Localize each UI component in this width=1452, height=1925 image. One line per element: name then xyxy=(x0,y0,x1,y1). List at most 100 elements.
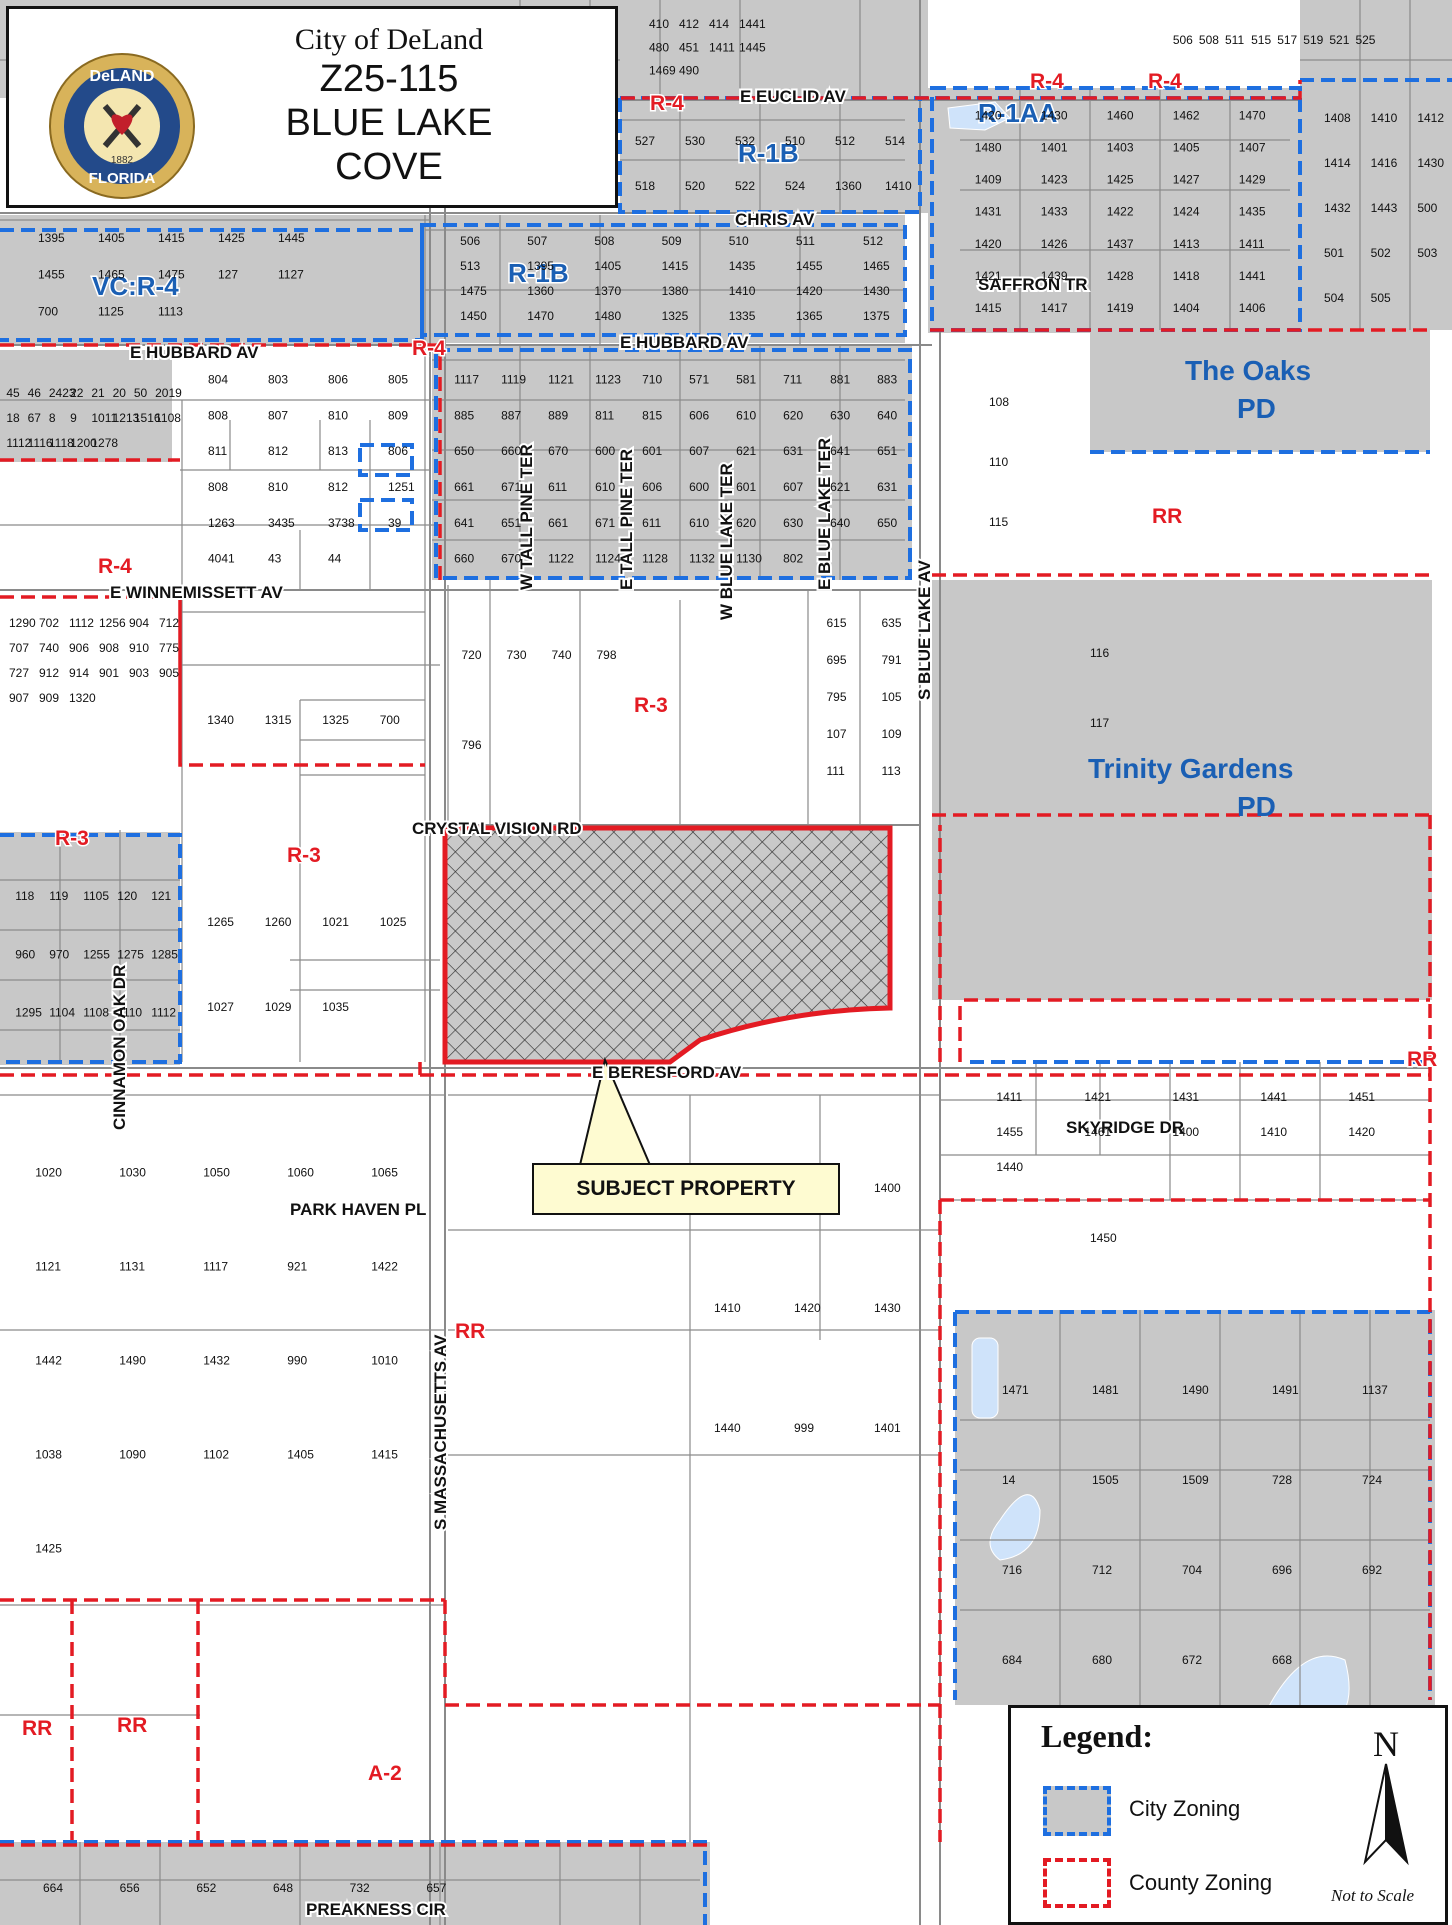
parcel-number: 45 xyxy=(6,386,20,400)
county-zoning-swatch xyxy=(1043,1858,1111,1908)
parcel-number: 670 xyxy=(501,552,521,566)
parcel-number: 1407 xyxy=(1239,140,1266,154)
parcel-number: 3435 xyxy=(268,516,295,530)
parcel-number: 1104 xyxy=(49,1006,75,1020)
parcel-number: 507 xyxy=(527,234,547,248)
road-label: E TALL PINE TER xyxy=(617,449,636,590)
parcel-number: 1025 xyxy=(380,915,407,929)
parcel-number: 1428 xyxy=(1107,269,1134,283)
parcel-number: 1108 xyxy=(155,411,181,425)
parcel-number: 571 xyxy=(689,373,709,387)
legend: Legend: City Zoning County Zoning N Not … xyxy=(1008,1705,1448,1925)
county-zoning-boundaries xyxy=(0,80,1432,1847)
parcel-number: 1340 xyxy=(207,713,234,727)
parcel-number: 518 xyxy=(635,179,655,193)
parcel-number: 1395 xyxy=(527,259,554,273)
parcel-number: 804 xyxy=(208,373,228,387)
parcel-number: 1420 xyxy=(975,237,1002,251)
parcel-number: 641 xyxy=(454,516,474,530)
parcel-number: 960 xyxy=(15,947,35,961)
parcel-number: 508 xyxy=(594,234,614,248)
parcel-number: 716 xyxy=(1002,1563,1022,1577)
parcel-number: 1405 xyxy=(98,231,125,245)
parcel-number: 524 xyxy=(785,179,805,193)
parcel-number: 500 xyxy=(1417,201,1437,215)
parcel-number: 1410 xyxy=(729,284,756,298)
parcel-number: 21 xyxy=(91,386,105,400)
parcel-number: 606 xyxy=(689,408,709,422)
parcel-number: 1315 xyxy=(265,713,292,727)
parcel-number: 903 xyxy=(129,666,149,680)
parcel-number: 1405 xyxy=(1173,140,1200,154)
parcel-number: 1118 xyxy=(49,436,74,450)
parcel-number: 1405 xyxy=(287,1447,314,1461)
parcel-number: 640 xyxy=(830,516,850,530)
parcel-number: 650 xyxy=(877,516,897,530)
parcel-number: 904 xyxy=(129,616,149,630)
parcel-number: 1110 xyxy=(117,1006,142,1020)
parcel-number: 50 xyxy=(134,386,148,400)
parcel-number: 1251 xyxy=(388,480,415,494)
parcel-number: 1410 xyxy=(885,179,912,193)
parcel-number: 8 xyxy=(49,411,56,425)
parcel-number: 648 xyxy=(273,1881,293,1895)
parcel-number: 668 xyxy=(1272,1653,1292,1667)
parcel-number: 1213 xyxy=(113,411,140,425)
parcel-number: 798 xyxy=(597,648,617,662)
project-name-line2: COVE xyxy=(335,146,443,188)
parcel-number: 1429 xyxy=(1239,173,1266,187)
parcel-number: 1325 xyxy=(662,309,689,323)
parcel-number: 883 xyxy=(877,373,897,387)
parcel-number: 711 xyxy=(783,373,802,387)
road-label: SKYRIDGE DR xyxy=(1066,1118,1184,1137)
parcel-number: 116 xyxy=(1090,646,1109,660)
parcel-number: 1060 xyxy=(287,1165,314,1179)
parcel-number: 1417 xyxy=(1041,301,1068,315)
parcel-number: 1455 xyxy=(796,259,823,273)
parcel-number: 1395 xyxy=(38,231,65,245)
parcel-number: 631 xyxy=(783,444,803,458)
parcel-number: 18 xyxy=(6,411,20,425)
parcel-number: 806 xyxy=(388,444,408,458)
parcel-number: 1516 xyxy=(134,411,161,425)
zoning-label: R-4 xyxy=(98,555,132,578)
road-label: PREAKNESS CIR xyxy=(306,1900,446,1919)
parcel-number: 3738 xyxy=(328,516,355,530)
parcel-number: 600 xyxy=(689,480,709,494)
parcel-number: 1421 xyxy=(1084,1090,1111,1104)
parcel-number: 1462 xyxy=(1173,108,1200,122)
parcel-number: 1450 xyxy=(460,309,487,323)
parcel-number: 607 xyxy=(783,480,803,494)
parcel-number: 1424 xyxy=(1173,205,1200,219)
parcel-number: 808 xyxy=(208,480,228,494)
parcel-number: 118 xyxy=(15,889,34,903)
parcel-number: 740 xyxy=(552,648,572,662)
parcel-number: 527 xyxy=(635,134,655,148)
parcel-number: 509 xyxy=(662,234,682,248)
parcel-number: 795 xyxy=(827,690,847,704)
parcel-number: 1481 xyxy=(1092,1383,1119,1397)
parcel-number: 661 xyxy=(548,516,568,530)
parcel-number: 615 xyxy=(827,616,847,630)
parcel-number: 1411 xyxy=(709,40,735,54)
parcel-number: 46 xyxy=(28,386,42,400)
parcel-number: 1471 xyxy=(1002,1383,1029,1397)
parcel-number: 1415 xyxy=(158,231,185,245)
road-label: E WINNEMISSETT AV xyxy=(110,583,284,602)
legend-title: Legend: xyxy=(1041,1718,1153,1754)
parcel-number: 522 xyxy=(735,179,755,193)
parcel-number: 1380 xyxy=(662,284,689,298)
parcel-number: 1413 xyxy=(1173,237,1200,251)
parcel-number: 67 xyxy=(28,411,42,425)
parcel-number: 710 xyxy=(642,373,662,387)
parcel-number: 502 xyxy=(1371,246,1391,260)
parcel-number: 1260 xyxy=(265,915,292,929)
parcel-number: 657 xyxy=(426,1881,446,1895)
parcel-number: 1117 xyxy=(454,373,479,387)
zoning-labels: R-4 R-4 R-4 R-1AA R-1B R-1B VC:R-4 R-4 R… xyxy=(21,69,1439,1787)
parcel-number: 1020 xyxy=(35,1165,62,1179)
parcel-number: 1404 xyxy=(1173,301,1200,315)
parcel-number: 1422 xyxy=(1107,205,1134,219)
parcel-number: 4041 xyxy=(208,552,235,566)
